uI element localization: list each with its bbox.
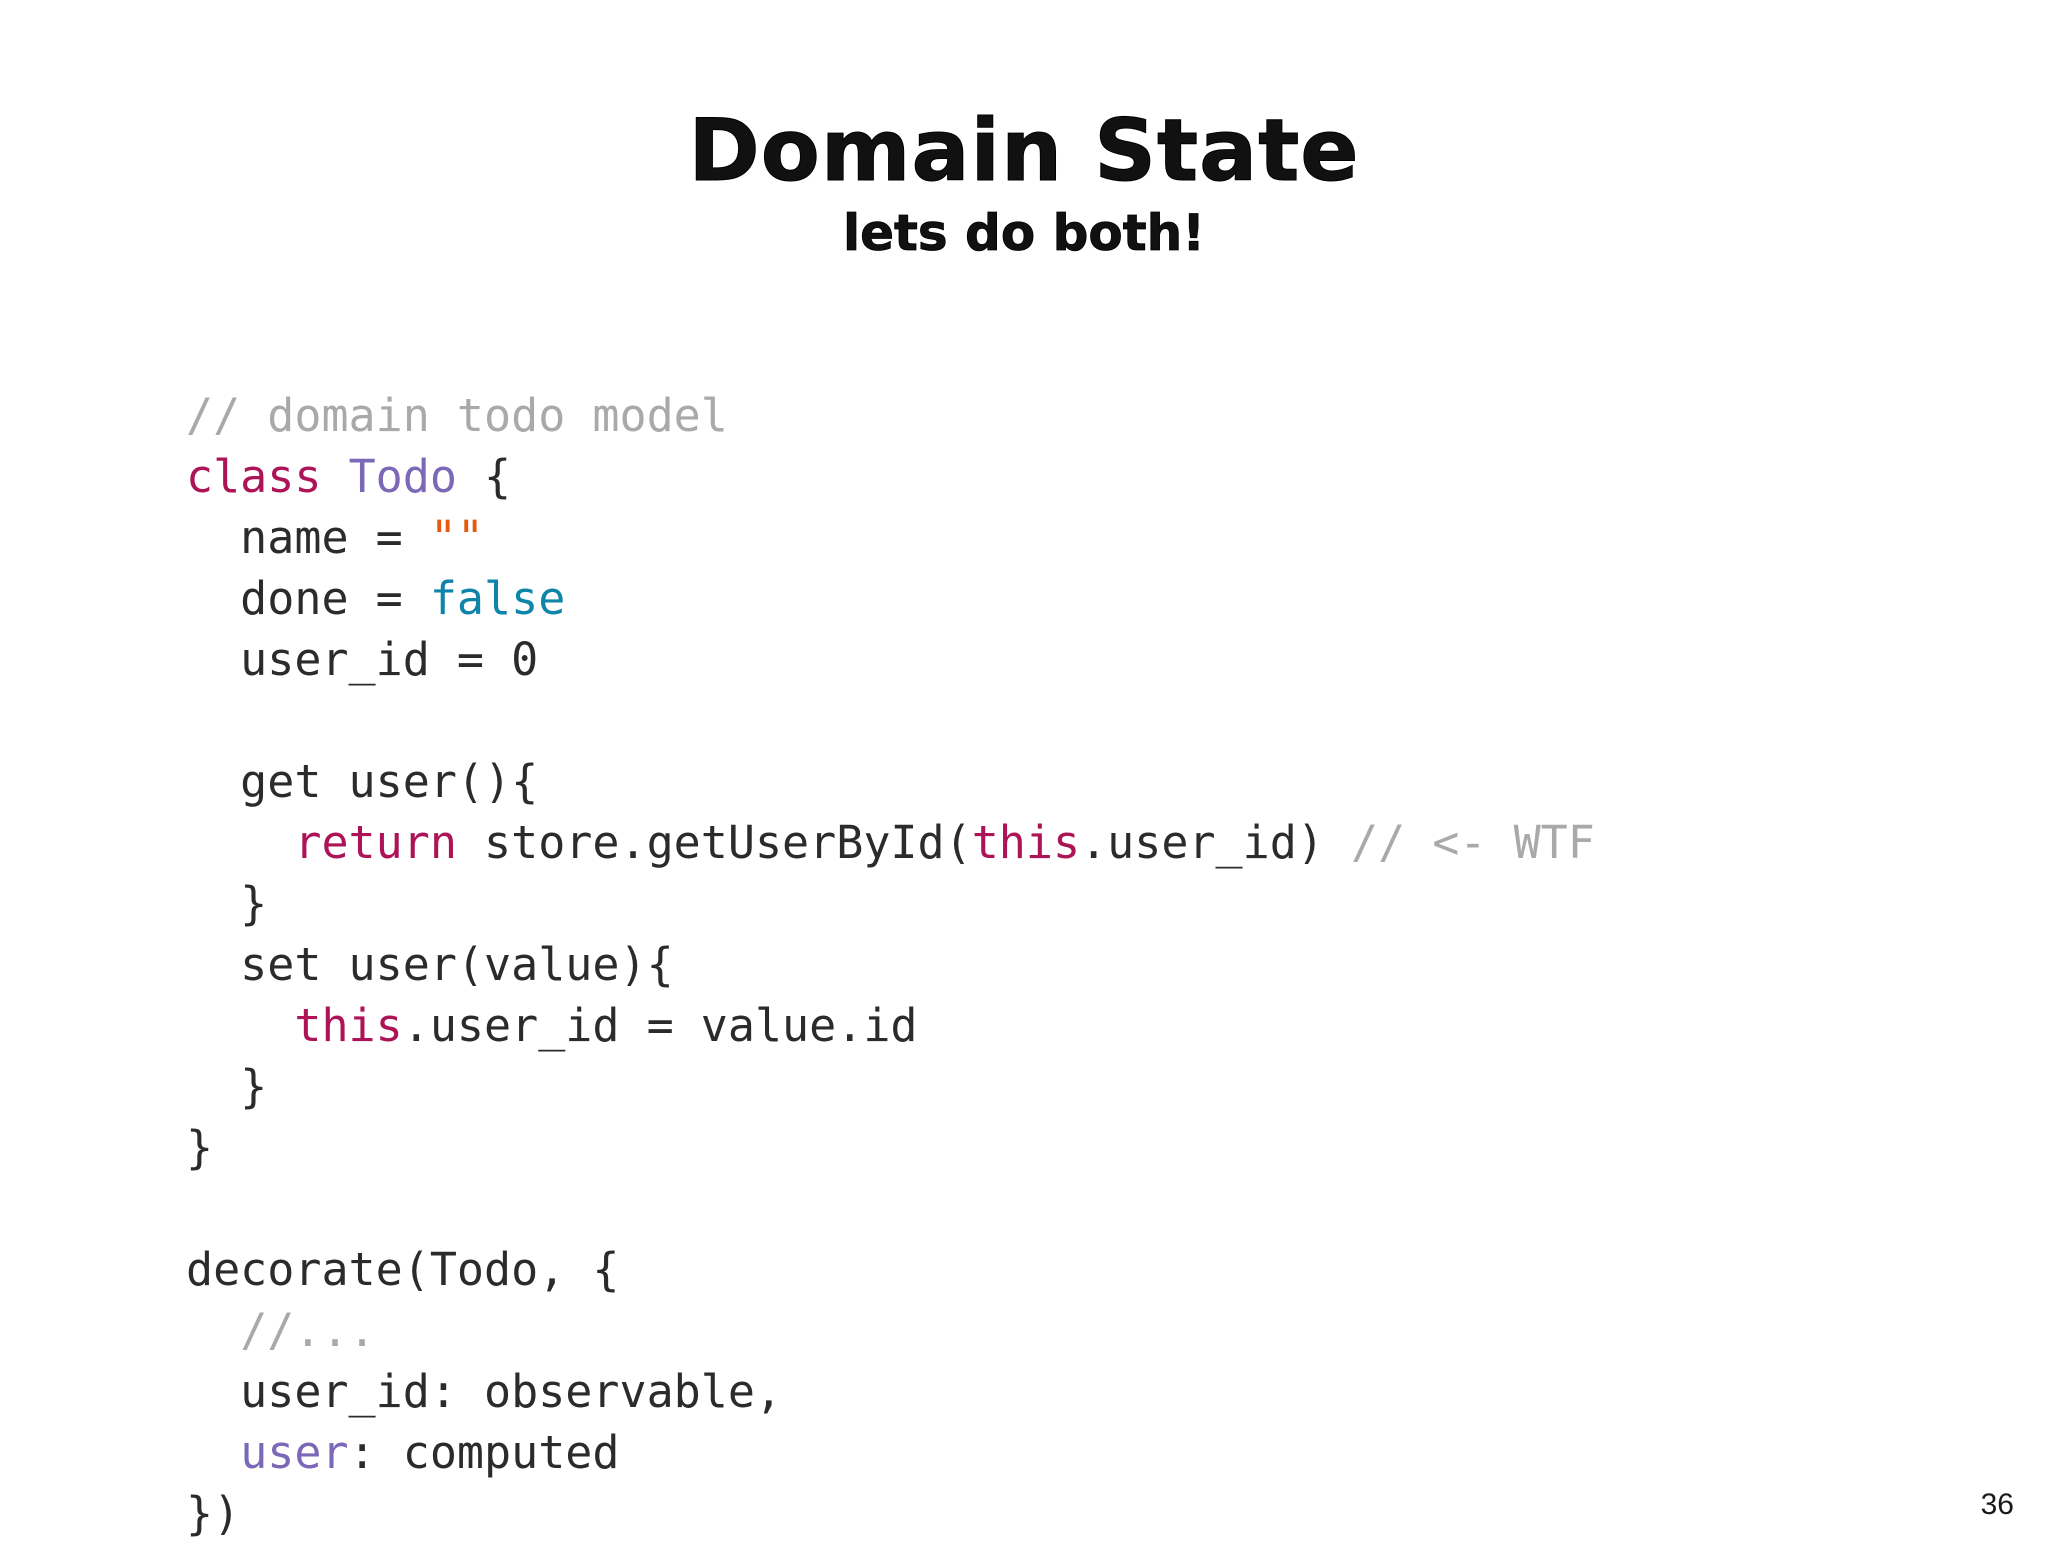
code-token-plain: }) [186, 1487, 241, 1540]
code-line: //... [186, 1300, 1986, 1361]
code-line: decorate(Todo, { [186, 1239, 1986, 1300]
code-token-plain [186, 999, 294, 1052]
code-line: user_id = 0 [186, 629, 1986, 690]
code-token-class-name: Todo [348, 450, 457, 503]
code-token-comment: //... [240, 1304, 376, 1357]
code-line: set user(value){ [186, 934, 1986, 995]
code-token-plain: } [186, 1121, 214, 1174]
code-line: }) [186, 1483, 1986, 1544]
code-line: get user(){ [186, 751, 1986, 812]
code-token-plain: get user(){ [186, 755, 539, 808]
code-token-string: "" [429, 511, 485, 564]
code-token-plain: user_id = 0 [186, 633, 539, 686]
page-number: 36 [1980, 1488, 2014, 1521]
code-token-plain: { [456, 450, 512, 503]
code-token-plain [321, 450, 348, 503]
code-line: } [186, 873, 1986, 934]
code-token-keyword: class [186, 450, 322, 503]
code-token-plain [186, 816, 294, 869]
code-token-plain: : computed [348, 1426, 620, 1479]
code-token-plain: } [186, 877, 268, 930]
code-token-keyword: this [294, 999, 403, 1052]
code-token-comment: // domain todo model [186, 389, 728, 442]
code-line: class Todo { [186, 446, 1986, 507]
code-line: return store.getUserById(this.user_id) /… [186, 812, 1986, 873]
code-token-boolean: false [429, 572, 566, 625]
code-token-comment: // <- WTF [1351, 816, 1595, 869]
code-token-plain: decorate(Todo, { [186, 1243, 620, 1296]
code-token-plain: store.getUserById( [456, 816, 972, 869]
page-subtitle: lets do both! [842, 204, 1206, 262]
code-token-plain: .user_id) [1080, 816, 1352, 869]
code-line: } [186, 1117, 1986, 1178]
code-token-plain [186, 1304, 240, 1357]
code-token-plain: .user_id = value.id [402, 999, 918, 1052]
code-block: // domain todo model class Todo { name =… [186, 385, 1986, 1544]
code-token-plain: name = [186, 511, 430, 564]
code-line: done = false [186, 568, 1986, 629]
code-token-plain: } [186, 1060, 268, 1113]
page-title: Domain State [688, 101, 1360, 201]
code-line [186, 690, 1986, 751]
code-line: this.user_id = value.id [186, 995, 1986, 1056]
title-block: Domain State lets do both! [0, 101, 2048, 262]
code-token-plain [186, 1426, 240, 1479]
code-token-keyword: this [971, 816, 1081, 869]
code-line: name = "" [186, 507, 1986, 568]
code-token-plain: done = [186, 572, 430, 625]
code-token-plain: user_id: observable, [186, 1365, 783, 1418]
code-token-keyword: return [294, 816, 457, 869]
code-line: user: computed [186, 1422, 1986, 1483]
code-token-plain: set user(value){ [186, 938, 674, 991]
code-line: // domain todo model [186, 385, 1986, 446]
code-line: } [186, 1056, 1986, 1117]
code-line [186, 1178, 1986, 1239]
code-line: user_id: observable, [186, 1361, 1986, 1422]
code-token-prop: user [240, 1426, 349, 1479]
